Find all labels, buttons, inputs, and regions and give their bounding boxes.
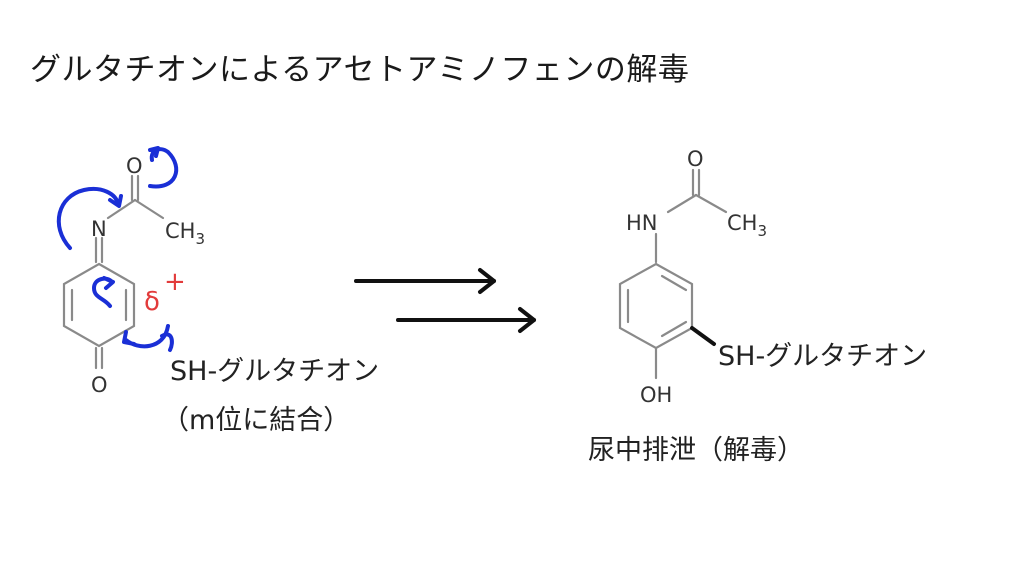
electron-arrows bbox=[56, 146, 179, 352]
product-atom-oh: OH bbox=[640, 383, 672, 407]
reactant-bond-c-ch3 bbox=[133, 198, 165, 220]
product-atom-o-top: O bbox=[687, 147, 704, 171]
reactant-bond-c-n bbox=[106, 198, 137, 220]
reactant-atom-ch3: CH3 bbox=[165, 219, 205, 248]
reaction-arrows bbox=[354, 268, 536, 333]
arrow-curl-ring bbox=[92, 276, 115, 308]
reactant-ring bbox=[62, 262, 136, 348]
product-bond-c-ch3 bbox=[694, 193, 728, 214]
reactant-structure bbox=[62, 174, 165, 370]
page-title: グルタチオンによるアセトアミノフェンの解毒 bbox=[30, 52, 690, 88]
arrow-forward-2-head bbox=[518, 307, 536, 333]
product-ring-inner-2 bbox=[660, 274, 688, 292]
product-atom-ch3: CH3 bbox=[727, 211, 767, 240]
arrow-curl-top bbox=[148, 146, 179, 189]
reactant-atom-n: N bbox=[91, 217, 107, 241]
product-bond-c-n bbox=[666, 193, 698, 214]
partial-charge-plus: + bbox=[164, 267, 186, 297]
excretion-label: 尿中排泄（解毒） bbox=[588, 435, 804, 466]
arrow-curl-left bbox=[56, 187, 123, 250]
arrow-forward-1-head bbox=[478, 268, 496, 294]
binding-site-note: （m位に結合） bbox=[162, 405, 351, 436]
reactant-atom-o-top: O bbox=[126, 154, 143, 178]
product-atom-hn: HN bbox=[626, 211, 658, 235]
product-structure bbox=[618, 168, 728, 380]
arrow-lone-pair bbox=[160, 332, 174, 352]
product-ring bbox=[618, 262, 694, 350]
product-bond-c-s bbox=[690, 326, 716, 346]
reactant-atom-o-bottom: O bbox=[91, 373, 108, 397]
product-substituent-label: SH-グルタチオン bbox=[718, 341, 928, 372]
product-ring-inner-3 bbox=[660, 320, 688, 338]
reagent-label: SH-グルタチオン bbox=[170, 356, 380, 387]
arrow-attack bbox=[122, 324, 170, 349]
partial-charge-delta: δ bbox=[144, 287, 160, 317]
